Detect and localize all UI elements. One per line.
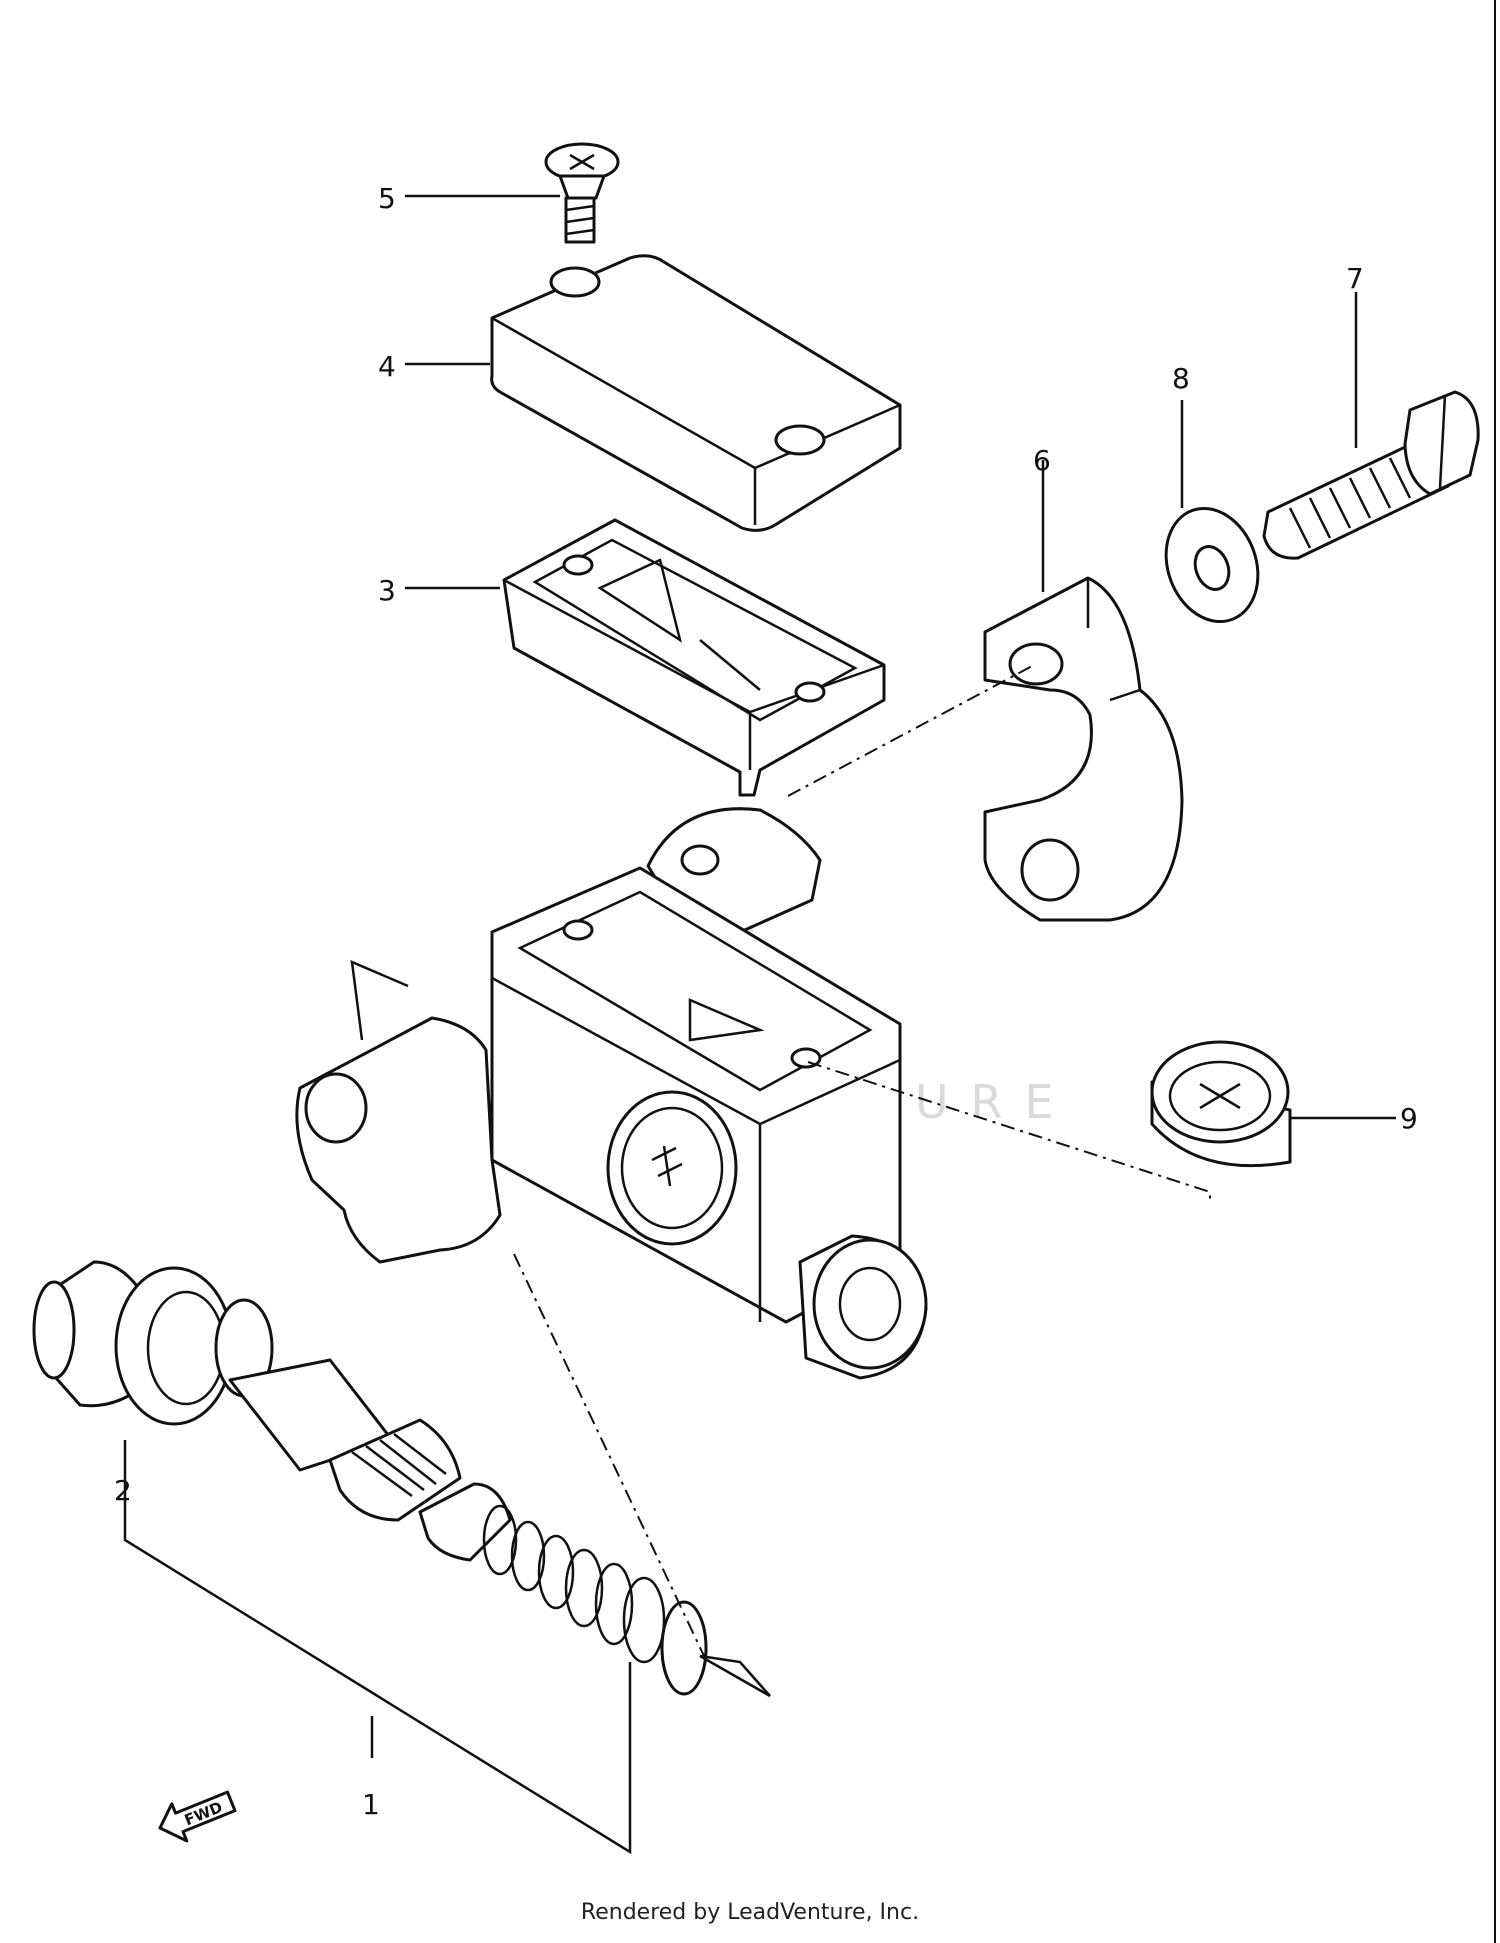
part-3-diaphragm[interactable] xyxy=(502,518,886,797)
callout-5: 5 xyxy=(378,182,396,215)
part-5-screw[interactable] xyxy=(544,142,620,244)
part-6-clamp[interactable] xyxy=(983,576,1184,922)
callout-6: 6 xyxy=(1033,444,1051,477)
part-7-bolt[interactable] xyxy=(1262,390,1480,560)
callout-7: 7 xyxy=(1346,262,1364,295)
callout-1: 1 xyxy=(362,1788,380,1821)
part-9-boot[interactable] xyxy=(1150,1040,1292,1168)
part-4-reservoir-cap[interactable] xyxy=(490,254,902,532)
leader-lines xyxy=(123,194,1396,1855)
fwd-direction-arrow: FWD xyxy=(158,1790,237,1843)
page-edge-line xyxy=(1494,0,1496,1943)
footer-credit: Rendered by LeadVenture, Inc. xyxy=(580,1900,920,1925)
part-2-piston-kit[interactable] xyxy=(32,1260,708,1696)
callout-4: 4 xyxy=(378,350,396,383)
part-8-washer[interactable] xyxy=(1151,495,1273,634)
callout-3: 3 xyxy=(378,574,396,607)
master-cylinder-body[interactable] xyxy=(295,807,928,1380)
callout-labels: 5 4 3 6 8 7 9 2 1 xyxy=(114,182,1418,1821)
callout-2: 2 xyxy=(114,1474,132,1507)
callout-9: 9 xyxy=(1400,1102,1418,1135)
callout-8: 8 xyxy=(1172,362,1190,395)
